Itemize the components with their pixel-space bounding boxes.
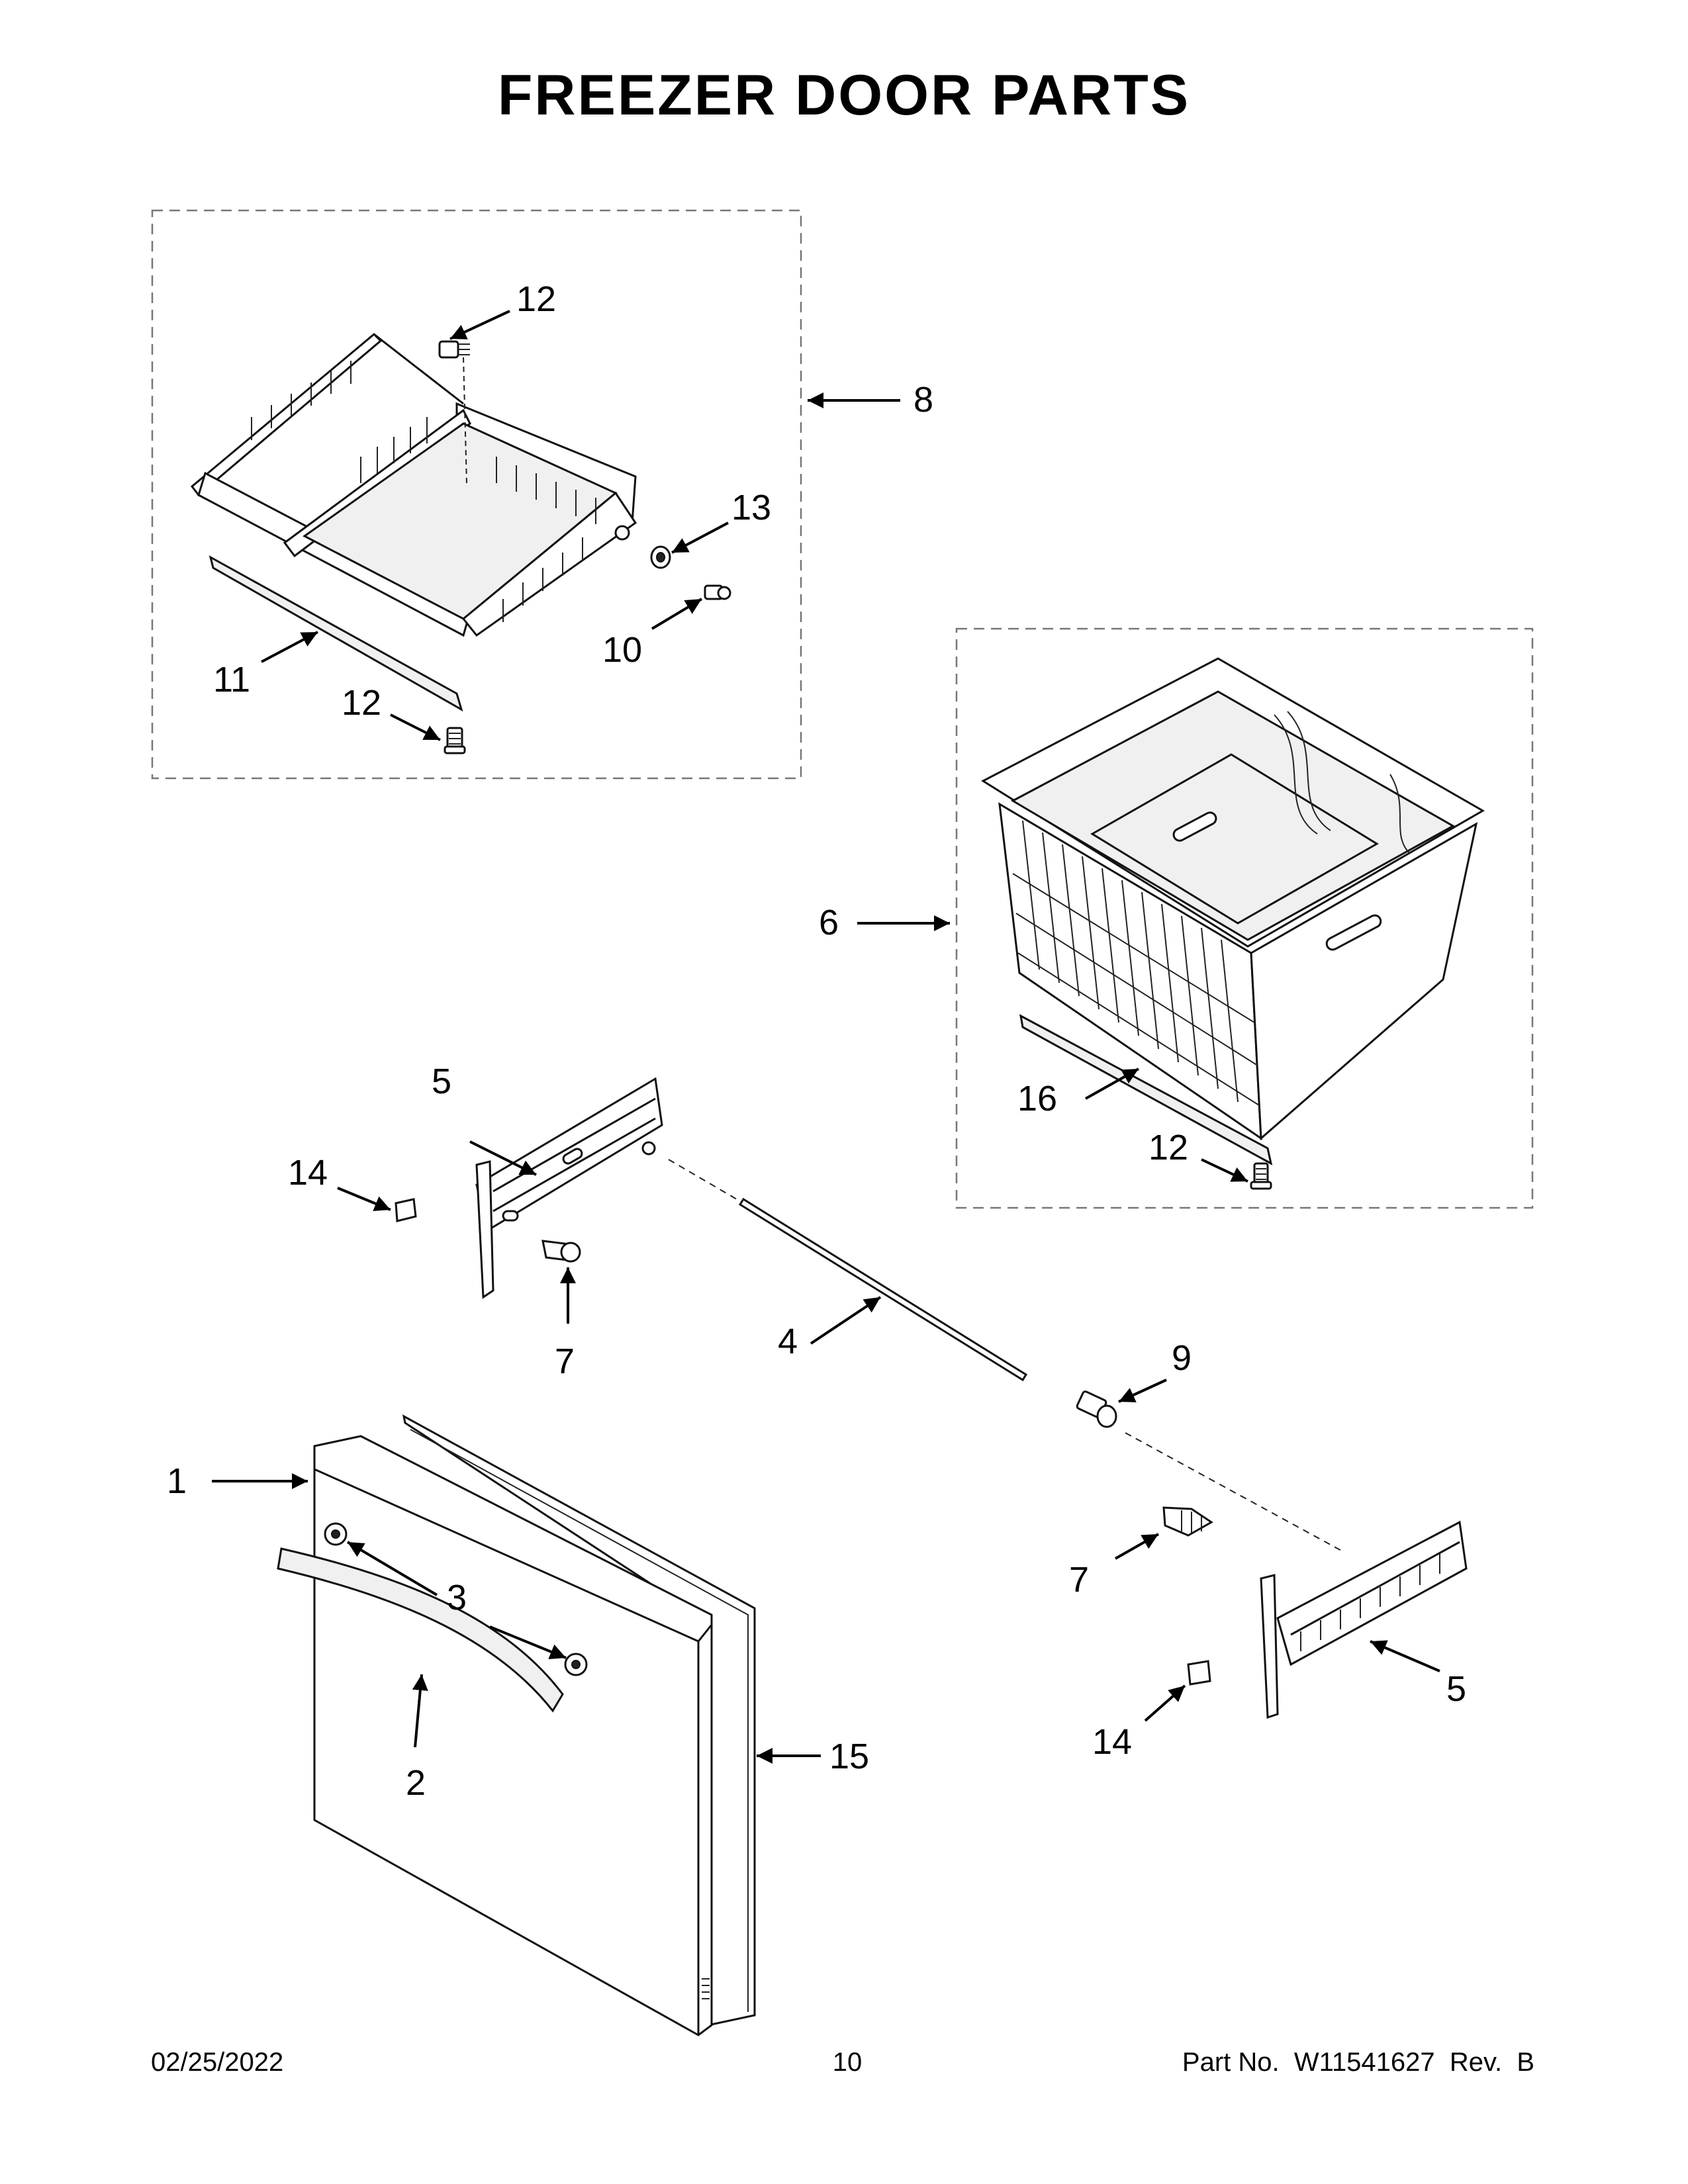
assembly-8-boundary xyxy=(151,209,802,780)
callout-15: 15 xyxy=(829,1737,869,1776)
part-13-washer-illustration xyxy=(650,545,671,569)
callout-14-left: 14 xyxy=(288,1153,328,1193)
part-9-bushing-illustration xyxy=(1076,1390,1344,1553)
footer-part-number: Part No. W11541627 Rev. B xyxy=(1182,2048,1534,2077)
callout-9: 9 xyxy=(1172,1338,1192,1378)
callout-7-right: 7 xyxy=(1069,1560,1089,1600)
callout-2: 2 xyxy=(406,1763,426,1803)
callout-1: 1 xyxy=(167,1461,187,1501)
part-12-screw-right-illustration xyxy=(1250,1162,1272,1190)
callout-12-top: 12 xyxy=(516,279,556,319)
callout-16: 16 xyxy=(1017,1079,1057,1118)
part-14-right-clip-illustration xyxy=(1187,1660,1211,1686)
callout-4: 4 xyxy=(778,1322,798,1361)
part-1-door-illustration xyxy=(313,1435,713,2036)
callout-12-left: 12 xyxy=(342,683,381,723)
page-title: FREEZER DOOR PARTS xyxy=(497,64,1191,127)
footer-page-number: 10 xyxy=(832,2048,863,2077)
callout-8: 8 xyxy=(914,380,933,420)
part-12-screw-bottom-illustration xyxy=(444,727,466,754)
footer-date: 02/25/2022 xyxy=(151,2048,284,2077)
assembly-6-boundary xyxy=(955,627,1534,1209)
part-7-right-screw-illustration xyxy=(1162,1506,1213,1537)
part-3-left-screw-illustration xyxy=(324,1522,348,1546)
part-16-track-illustration xyxy=(1019,1014,1273,1165)
callout-10: 10 xyxy=(602,630,642,670)
callout-3: 3 xyxy=(447,1578,467,1617)
callout-11: 11 xyxy=(213,660,250,700)
part-5-right-slide-illustration xyxy=(1260,1520,1468,1719)
callout-5-right: 5 xyxy=(1446,1669,1466,1709)
part-14-left-clip-illustration xyxy=(395,1198,417,1222)
callout-14-right: 14 xyxy=(1092,1722,1132,1762)
callout-5-left: 5 xyxy=(432,1062,451,1101)
part-3-right-screw-illustration xyxy=(564,1653,588,1676)
part-10-screw-illustration xyxy=(704,584,731,600)
callout-12-right: 12 xyxy=(1149,1128,1188,1167)
part-11-track-illustration xyxy=(209,555,463,712)
part-5-left-slide-illustration xyxy=(475,1077,663,1299)
callout-7-left: 7 xyxy=(555,1342,575,1381)
part-2-handle-illustration xyxy=(277,1547,564,1713)
callout-6: 6 xyxy=(819,903,839,942)
callout-leaders xyxy=(212,310,1440,1764)
part-12-screw-top-illustration xyxy=(438,340,470,484)
part-4-rod-illustration xyxy=(668,1159,1028,1382)
upper-basket-illustration xyxy=(190,332,637,637)
callout-13: 13 xyxy=(731,488,771,527)
part-7-left-screw-illustration xyxy=(541,1240,581,1263)
lower-basket-illustration xyxy=(980,657,1485,1141)
